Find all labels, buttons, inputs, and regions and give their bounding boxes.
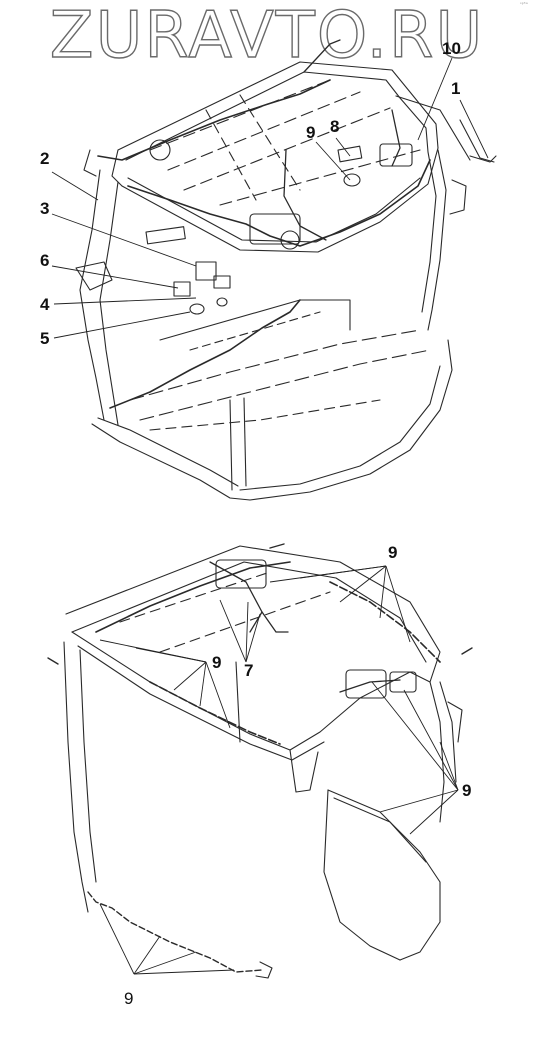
corner-mark: ˢᵖᶠʷ [519, 2, 528, 8]
callout-7: 7 [244, 661, 254, 680]
callout-8: 8 [330, 117, 340, 136]
callout-3: 3 [40, 199, 50, 218]
callout-6: 6 [40, 251, 50, 270]
callout-9-top: 9 [306, 123, 316, 142]
cab-harness-view-bottom [47, 543, 473, 979]
watermark-logo: ZURAVTO.RU [49, 0, 485, 73]
callout-9-bottom-mid: 9 [212, 653, 222, 672]
callout-4: 4 [40, 295, 50, 314]
callout-1: 1 [451, 79, 461, 98]
callout-9-bottom-left: 9 [124, 989, 134, 1008]
callout-2: 2 [40, 149, 50, 168]
cab-harness-view-top [51, 39, 497, 501]
callout-10: 10 [442, 39, 461, 58]
callout-9-bottom-right: 9 [462, 781, 472, 800]
callout-5: 5 [40, 329, 50, 348]
callout-9-bottom-top: 9 [388, 543, 398, 562]
